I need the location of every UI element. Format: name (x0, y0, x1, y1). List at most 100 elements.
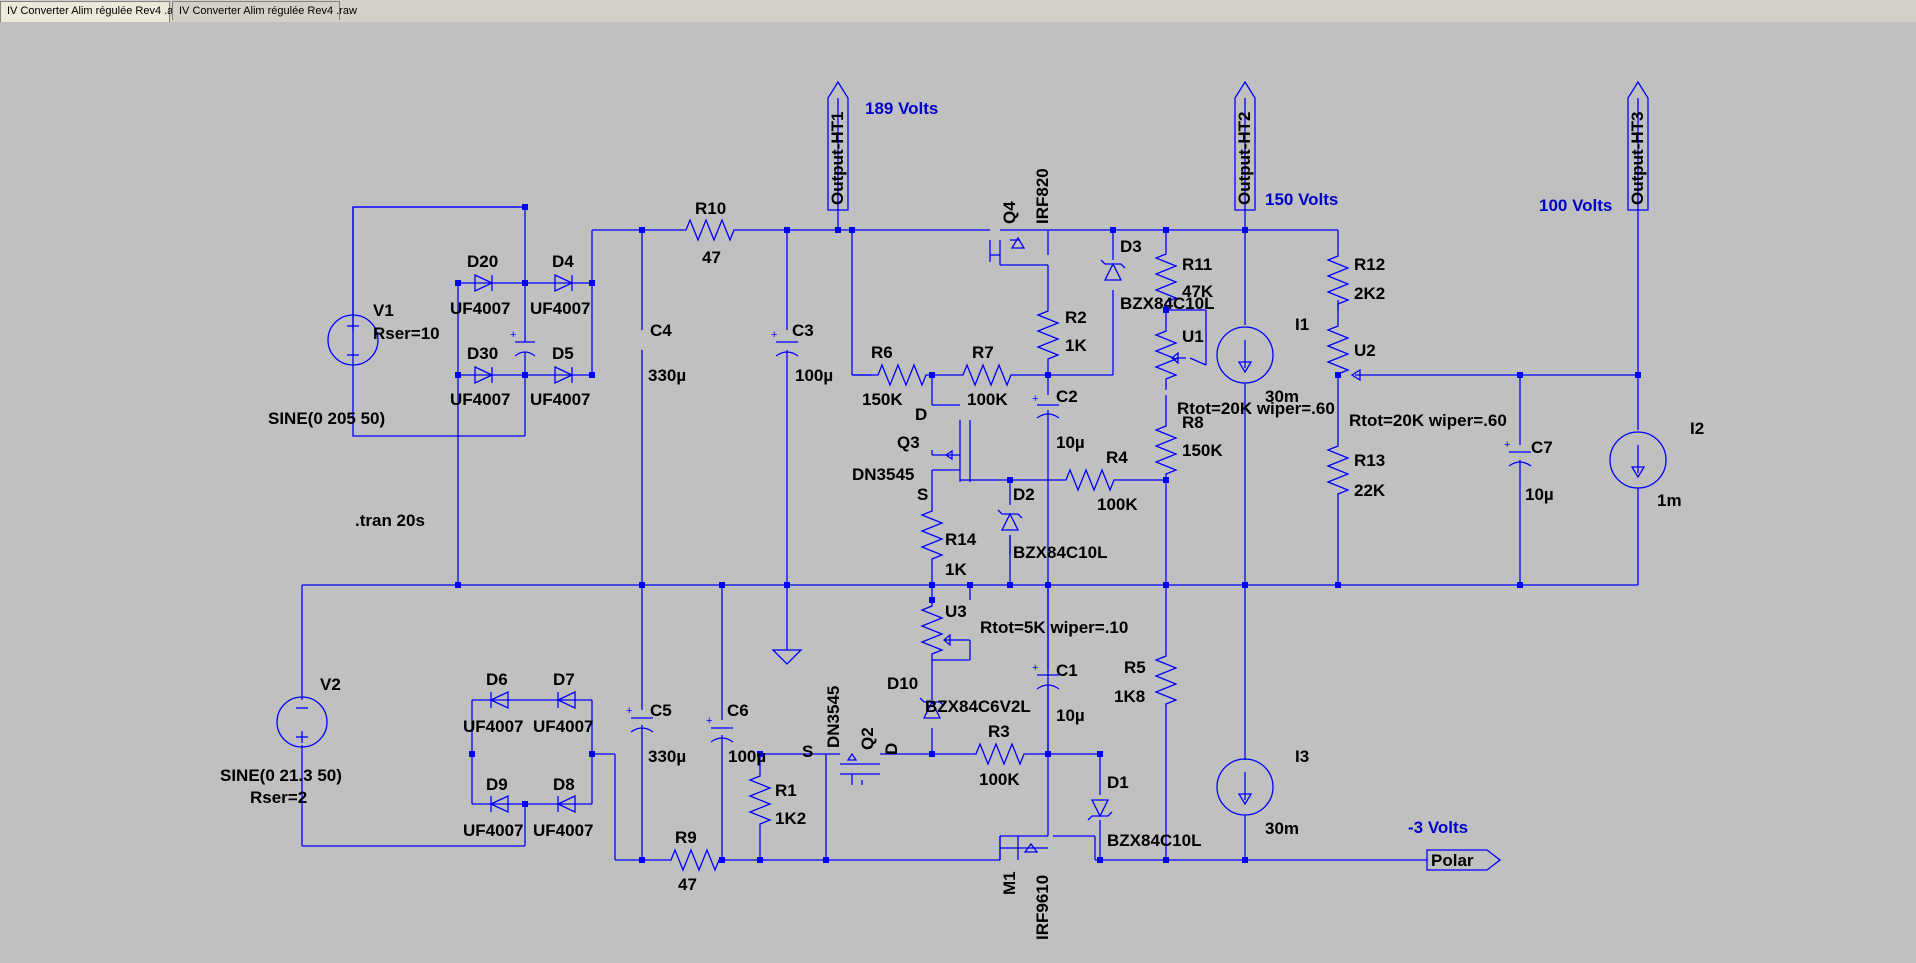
D20-value: UF4007 (450, 299, 510, 318)
svg-text:+: + (1032, 662, 1038, 674)
D5-name: D5 (552, 344, 574, 363)
Q3-mosfet[interactable] (931, 420, 971, 482)
V1-value: SINE(0 205 50) (268, 409, 385, 428)
annotation-neg3v: -3 Volts (1408, 818, 1468, 837)
M1-mosfet[interactable] (999, 836, 1048, 860)
U1-value: Rtot=20K wiper=.60 (1177, 399, 1335, 418)
D30-name: D30 (467, 344, 498, 363)
C4-name: C4 (650, 321, 672, 340)
tab-raw-label: IV Converter Alim régulée Rev4 .raw (179, 5, 357, 17)
D8-value: UF4007 (533, 821, 593, 840)
D2-value: BZX84C10L (1013, 543, 1107, 562)
R14-value: 1K (945, 560, 967, 579)
R4-value: 100K (1097, 495, 1138, 514)
R14-resistor[interactable] (921, 504, 943, 566)
I1-current-source[interactable] (1216, 326, 1274, 384)
R1-value: 1K2 (775, 809, 806, 828)
tab-asc-label: IV Converter Alim régulée Rev4 .asc (7, 5, 185, 17)
I3-name: I3 (1295, 747, 1309, 766)
U2-value: Rtot=20K wiper=.60 (1349, 411, 1507, 430)
R9-resistor[interactable] (664, 849, 726, 871)
C3-name: C3 (792, 321, 814, 340)
D8-diode[interactable] (556, 794, 576, 814)
D7-diode[interactable] (556, 690, 576, 710)
port-output-ht2[interactable] (1234, 80, 1256, 211)
R7-value: 100K (967, 390, 1008, 409)
D2-name: D2 (1013, 485, 1035, 504)
I3-current-source[interactable] (1216, 758, 1274, 816)
V1-source[interactable] (327, 314, 379, 366)
R1-resistor[interactable] (749, 769, 771, 831)
R6-value: 150K (862, 390, 903, 409)
port-output-ht1[interactable] (827, 80, 849, 211)
R13-resistor[interactable] (1327, 439, 1349, 501)
R6-name: R6 (871, 343, 893, 362)
R7-resistor[interactable] (956, 364, 1018, 386)
D20-name: D20 (467, 252, 498, 271)
V2-param: Rser=2 (250, 788, 307, 807)
R4-resistor[interactable] (1059, 469, 1121, 491)
D1-value: BZX84C10L (1107, 831, 1201, 850)
V2-value: SINE(0 21.3 50) (220, 766, 342, 785)
R8-resistor[interactable] (1155, 419, 1177, 481)
D10-zener[interactable] (919, 697, 945, 719)
V2-source[interactable] (276, 696, 328, 748)
R10-resistor[interactable] (679, 219, 741, 241)
R3-name: R3 (988, 722, 1010, 741)
tab-raw[interactable]: IV Converter Alim régulée Rev4 .raw (172, 1, 357, 20)
I3-value: 30m (1265, 819, 1299, 838)
D4-name: D4 (552, 252, 574, 271)
R2-resistor[interactable] (1037, 304, 1059, 366)
D10-name: D10 (887, 674, 918, 693)
C6-capacitor[interactable]: + (706, 715, 734, 743)
D30-value: UF4007 (450, 390, 510, 409)
R10-name: R10 (695, 199, 726, 218)
C5-capacitor[interactable]: + (626, 705, 654, 733)
D30-diode[interactable] (474, 365, 494, 385)
D4-diode[interactable] (554, 273, 574, 293)
tab-asc[interactable]: IV Converter Alim régulée Rev4 .asc (0, 1, 184, 22)
C1-value: 10µ (1056, 706, 1085, 725)
C4-capacitor[interactable]: + (510, 283, 536, 375)
D9-diode[interactable] (489, 794, 509, 814)
D1-zener[interactable] (1087, 799, 1113, 821)
R5-resistor[interactable] (1155, 649, 1177, 711)
R11-name: R11 (1182, 255, 1212, 274)
C7-value: 10µ (1525, 485, 1554, 504)
I2-current-source[interactable] (1609, 431, 1667, 489)
wires (301, 98, 1639, 861)
R3-resistor[interactable] (969, 743, 1031, 765)
Q2-pin-s: S (802, 742, 813, 761)
Q3-pin-s: S (917, 485, 928, 504)
Q4-name: Q4 (1000, 201, 1019, 224)
U1-potentiometer[interactable] (1155, 324, 1186, 386)
svg-text:+: + (626, 705, 632, 717)
svg-text:+: + (771, 329, 777, 341)
R2-name: R2 (1065, 308, 1087, 327)
port-output-ht3[interactable] (1627, 80, 1649, 211)
schematic-canvas[interactable]: + + + + + + + (0, 22, 1916, 958)
I2-name: I2 (1690, 419, 1704, 438)
D20-diode[interactable] (474, 273, 494, 293)
port-polar[interactable] (1426, 849, 1502, 871)
D2-zener[interactable] (997, 509, 1023, 531)
U2-potentiometer[interactable] (1327, 319, 1361, 382)
C2-capacitor[interactable]: + (1032, 393, 1060, 419)
Q4-mosfet[interactable] (989, 229, 1048, 265)
C1-capacitor[interactable]: + (1032, 662, 1060, 690)
M1-value: IRF9610 (1033, 875, 1052, 940)
V2-name: V2 (320, 675, 341, 694)
D6-diode[interactable] (489, 690, 509, 710)
R6-resistor[interactable] (871, 364, 933, 386)
R7-name: R7 (972, 343, 994, 362)
C6-name: C6 (727, 701, 749, 720)
D1-name: D1 (1107, 773, 1129, 792)
D3-zener[interactable] (1100, 259, 1126, 281)
R12-value: 2K2 (1354, 284, 1385, 303)
C5-value: 330µ (648, 747, 686, 766)
Q2-mosfet[interactable] (840, 752, 880, 785)
U3-potentiometer[interactable] (921, 599, 970, 661)
C7-capacitor[interactable]: + (1504, 439, 1532, 467)
D5-diode[interactable] (554, 365, 574, 385)
C3-capacitor[interactable]: + (771, 329, 799, 357)
